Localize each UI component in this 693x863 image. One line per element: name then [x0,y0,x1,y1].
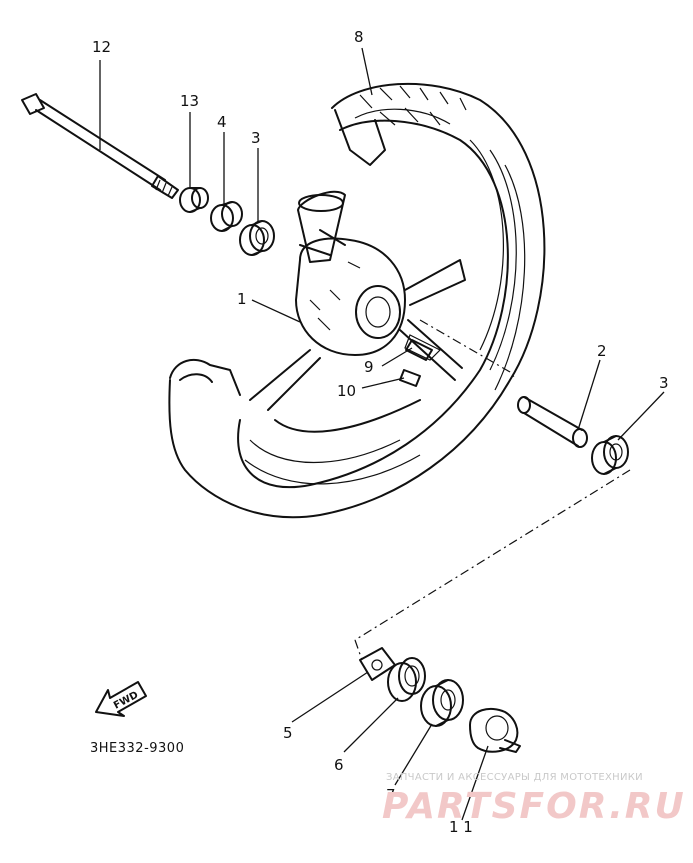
watermark-tagline: ЗАПЧАСТИ И АКСЕССУАРЫ ДЛЯ МОТОТЕХНИКИ [386,772,643,783]
callout-6: 6 [334,756,344,774]
part-tire[interactable] [168,82,546,519]
callout-8: 8 [354,28,364,46]
callout-3-upper: 3 [251,129,261,147]
part-valve[interactable] [399,339,433,387]
part-bearing-upper[interactable] [239,220,275,256]
part-cast-wheel[interactable] [249,190,466,433]
callout-4: 4 [217,113,227,131]
axis-line-lower-end [354,639,363,661]
axis-line-upper [419,319,516,379]
callout-11: 1 1 [449,818,473,836]
part-collar[interactable] [179,187,209,213]
axis-line-lower [354,469,631,641]
part-meter-gear[interactable] [469,707,521,753]
part-oil-seal-upper[interactable] [210,201,243,232]
callout-12: 12 [92,38,111,56]
fwd-arrow-icon: FWD [95,681,147,717]
part-bearing-right[interactable] [591,435,629,475]
callout-10: 10 [337,382,356,400]
part-bearing-lower[interactable] [420,679,464,727]
part-spacer[interactable] [517,396,588,448]
watermark-logo: PARTSFOR.RU [382,786,686,827]
callout-9: 9 [364,358,374,376]
callout-5: 5 [283,724,293,742]
callout-13: 13 [180,92,199,110]
leader-lines [99,47,665,821]
callout-7: 7 [386,786,396,804]
callout-2: 2 [597,342,607,360]
part-oil-seal-lower[interactable] [387,657,426,702]
part-axle[interactable] [21,93,179,199]
callout-3-right: 3 [659,374,669,392]
diagram-code: 3HE332-9300 [90,741,184,756]
callout-1: 1 [237,290,247,308]
